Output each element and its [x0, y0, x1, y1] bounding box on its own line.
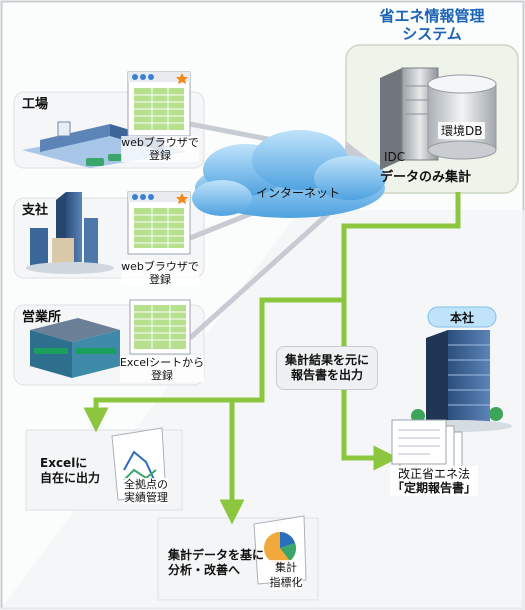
analysis-box-title-line1: 集計データを基に: [168, 548, 265, 562]
factory-name: 工場: [22, 97, 49, 112]
report-document-label: 改正省エネ法 「定期報告書」: [389, 466, 479, 496]
database-icon: [427, 74, 497, 160]
hq-name: 本社: [449, 311, 475, 325]
idc-label: IDC: [384, 150, 406, 164]
report-note-line1: 集計結果を元に: [285, 353, 370, 367]
excel-box-title-line1: Excelに: [40, 456, 88, 470]
excel-box-caption-line1: 全拠点の: [124, 478, 168, 491]
report-flow: [83, 192, 461, 525]
excel-box-caption: 全拠点の 実績管理: [124, 478, 168, 504]
hq-label-bg: [427, 306, 497, 328]
analysis-box-title: 集計データを基に 分析・改善へ: [168, 548, 264, 578]
office-action-line1: Excelシートから: [119, 356, 205, 369]
internet-cloud: [192, 130, 386, 218]
analysis-box-caption-line1: 集計: [275, 561, 297, 574]
excel-box-title: Excelに 自在に出力: [40, 456, 100, 486]
report-document-line2: 「定期報告書」: [391, 481, 477, 495]
factory-action: webブラウザで 登録: [121, 136, 199, 162]
branch-action: webブラウザで 登録: [121, 260, 199, 286]
analysis-box-caption: 集計 指標化: [269, 560, 303, 590]
data-aggregate-label: データのみ集計: [380, 170, 472, 185]
branch-name: 支社: [22, 203, 49, 218]
analysis-box-caption-line2: 指標化: [269, 576, 303, 589]
branch-buildings: [26, 192, 114, 274]
environment-db-label: 環境DB: [438, 122, 486, 139]
office-action-line2: 登録: [150, 369, 173, 382]
office-illustration: [30, 318, 120, 378]
analysis-box-title-line2: 分析・改善へ: [168, 563, 241, 577]
report-document-line1: 改正省エネ法: [397, 467, 471, 481]
branch-action-line1: webブラウザで: [121, 260, 199, 273]
browser-form-branch: [127, 191, 191, 255]
system-title: 省エネ情報管理 システム: [379, 7, 484, 43]
system-title-line2: システム: [402, 25, 462, 43]
report-note-line2: 報告書を出力: [291, 368, 364, 382]
factory-action-line1: webブラウザで: [121, 136, 199, 149]
system-title-line1: 省エネ情報管理: [379, 7, 485, 25]
branch-action-line2: 登録: [149, 273, 171, 286]
spreadsheet-form-office: [129, 299, 191, 355]
factory-action-line2: 登録: [149, 149, 171, 162]
excel-box-title-line2: 自在に出力: [40, 471, 101, 485]
browser-form-factory: [127, 71, 191, 137]
internet-label: インターネット: [256, 186, 341, 200]
office-action: Excelシートから 登録: [119, 356, 205, 382]
excel-box-caption-line2: 実績管理: [124, 491, 168, 504]
report-note: 集計結果を元に 報告書を出力: [276, 346, 379, 390]
office-name: 営業所: [22, 310, 62, 325]
